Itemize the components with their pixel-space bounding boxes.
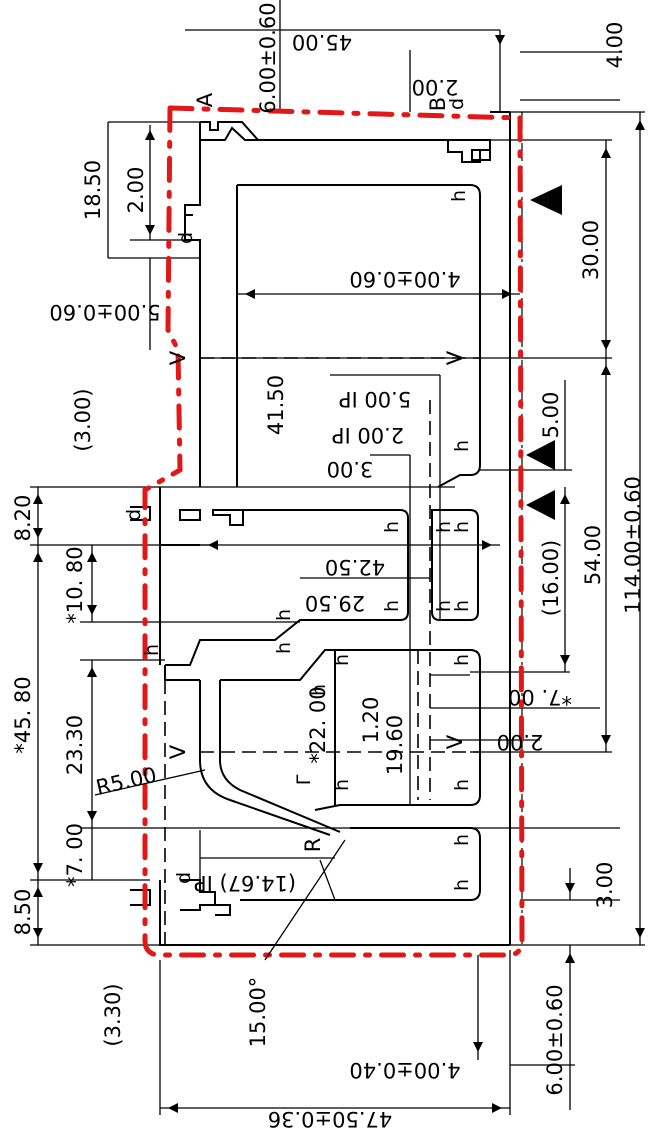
dim-4-00-top: 4.00 <box>603 22 627 69</box>
dim-2-00-top: 2.00 <box>412 75 459 99</box>
dim-1-20: 1.20 <box>359 697 383 744</box>
dim-5-00-ip: 5.00 IP <box>339 387 411 411</box>
dim-4-00-040: 4.00±0.40 <box>349 1058 460 1082</box>
v-mark-2: V <box>443 350 467 365</box>
h-mark-3: h <box>381 521 403 533</box>
h-mark-9: h <box>273 609 295 621</box>
v-mark-4: V <box>443 734 467 749</box>
leader-lines <box>94 769 346 961</box>
dim-8-20: 8.20 <box>11 495 35 542</box>
dim-r5: R5.00 <box>94 763 159 800</box>
dim-5-00-right: 5.00 <box>539 392 563 439</box>
dim-5-00-060: 5.00±0.60 <box>49 300 160 324</box>
h-mark-4: h <box>433 521 455 533</box>
surface-triangle-2 <box>526 440 555 470</box>
h-mark-5: h <box>451 521 473 533</box>
red-envelope-outline <box>142 105 525 958</box>
dim-2-00-left: 2.00 <box>124 167 148 214</box>
dim-54-00: 54.00 <box>581 525 605 585</box>
dim-41-50: 41.50 <box>264 375 288 435</box>
h-mark-11: h <box>273 642 295 654</box>
datum-b: B <box>426 97 450 111</box>
dim-6-00-top: 6.00±0.60 <box>256 2 280 113</box>
dim-18-50: 18.50 <box>81 160 105 220</box>
dim-29-50: 29.50 <box>305 591 365 615</box>
dim-3-00-paren: (3.00) <box>71 388 95 451</box>
dim-8-50: 8.50 <box>11 889 35 936</box>
dim-3-00-mid: 3.00 <box>327 457 374 481</box>
surface-marks <box>526 185 562 520</box>
h-mark-7: h <box>433 600 455 612</box>
h-mark-16: h <box>451 779 473 791</box>
p-mark-4: d <box>173 872 195 884</box>
p-mark-2: d <box>175 232 197 244</box>
h-mark-2: h <box>451 440 473 452</box>
r-mark: R <box>301 838 325 853</box>
dim-7-00-right: *7. 00 <box>508 685 572 709</box>
v-mark-3: V <box>166 744 190 759</box>
dimension-arrows <box>33 35 645 1113</box>
dim-2-00-right: 2.00 <box>497 730 544 754</box>
surface-triangle-1 <box>530 185 562 215</box>
surface-triangle-3 <box>526 490 555 520</box>
gamma-mark: Γ <box>293 774 315 785</box>
dim-16-00: (16.00) <box>539 540 563 617</box>
h-mark-14: h <box>308 684 330 696</box>
h-mark-15: h <box>331 779 353 791</box>
h-mark-18: h <box>451 879 473 891</box>
p-mark-3: d <box>123 509 145 521</box>
v-mark-1: V <box>166 350 190 365</box>
markers: A B d d d d h h h h h h h h h h h h h h … <box>123 92 473 891</box>
h-mark-17: h <box>451 834 473 846</box>
dim-2-00-ip: 2.00 IP <box>332 423 404 447</box>
h-mark-10: h <box>141 644 163 656</box>
dim-114-00: 114.00±0.60 <box>621 476 645 614</box>
dim-3-30: (3.30) <box>101 983 125 1046</box>
dim-10-80: *10. 80 <box>63 546 87 623</box>
dim-22-00: *22. 00 <box>306 686 330 763</box>
p-mark-1: d <box>446 98 468 110</box>
dim-3-00-right: 3.00 <box>593 862 617 909</box>
dim-42-50: 42.50 <box>325 555 385 579</box>
dim-7-00-left: *7. 00 <box>63 823 87 887</box>
dim-45-80: *45. 80 <box>11 676 35 753</box>
datum-a: A <box>193 92 217 107</box>
dim-45-00: 45.00 <box>292 30 352 54</box>
dim-47-50: 47.50±0.36 <box>268 1107 392 1131</box>
dim-19-60: 19.60 <box>383 715 407 775</box>
h-mark-6: h <box>381 600 403 612</box>
dim-30-00: 30.00 <box>579 220 603 280</box>
h-mark-8: h <box>451 600 473 612</box>
h-mark-12: h <box>331 654 353 666</box>
dim-14-67: (14.67) IP <box>194 871 296 895</box>
dim-6-00-bot: 6.00±0.60 <box>543 984 567 1095</box>
h-mark-13: h <box>451 654 473 666</box>
dim-4-00-060: 4.00±0.60 <box>349 267 460 291</box>
h-mark-1: h <box>448 190 470 202</box>
dim-23-30: 23.30 <box>63 715 87 775</box>
profile-outline <box>130 111 511 946</box>
dim-15-deg: 15.00° <box>246 977 270 1048</box>
dimension-labels: 45.00 6.00±0.60 4.00 2.00 18.50 2.00 30.… <box>11 2 645 1131</box>
